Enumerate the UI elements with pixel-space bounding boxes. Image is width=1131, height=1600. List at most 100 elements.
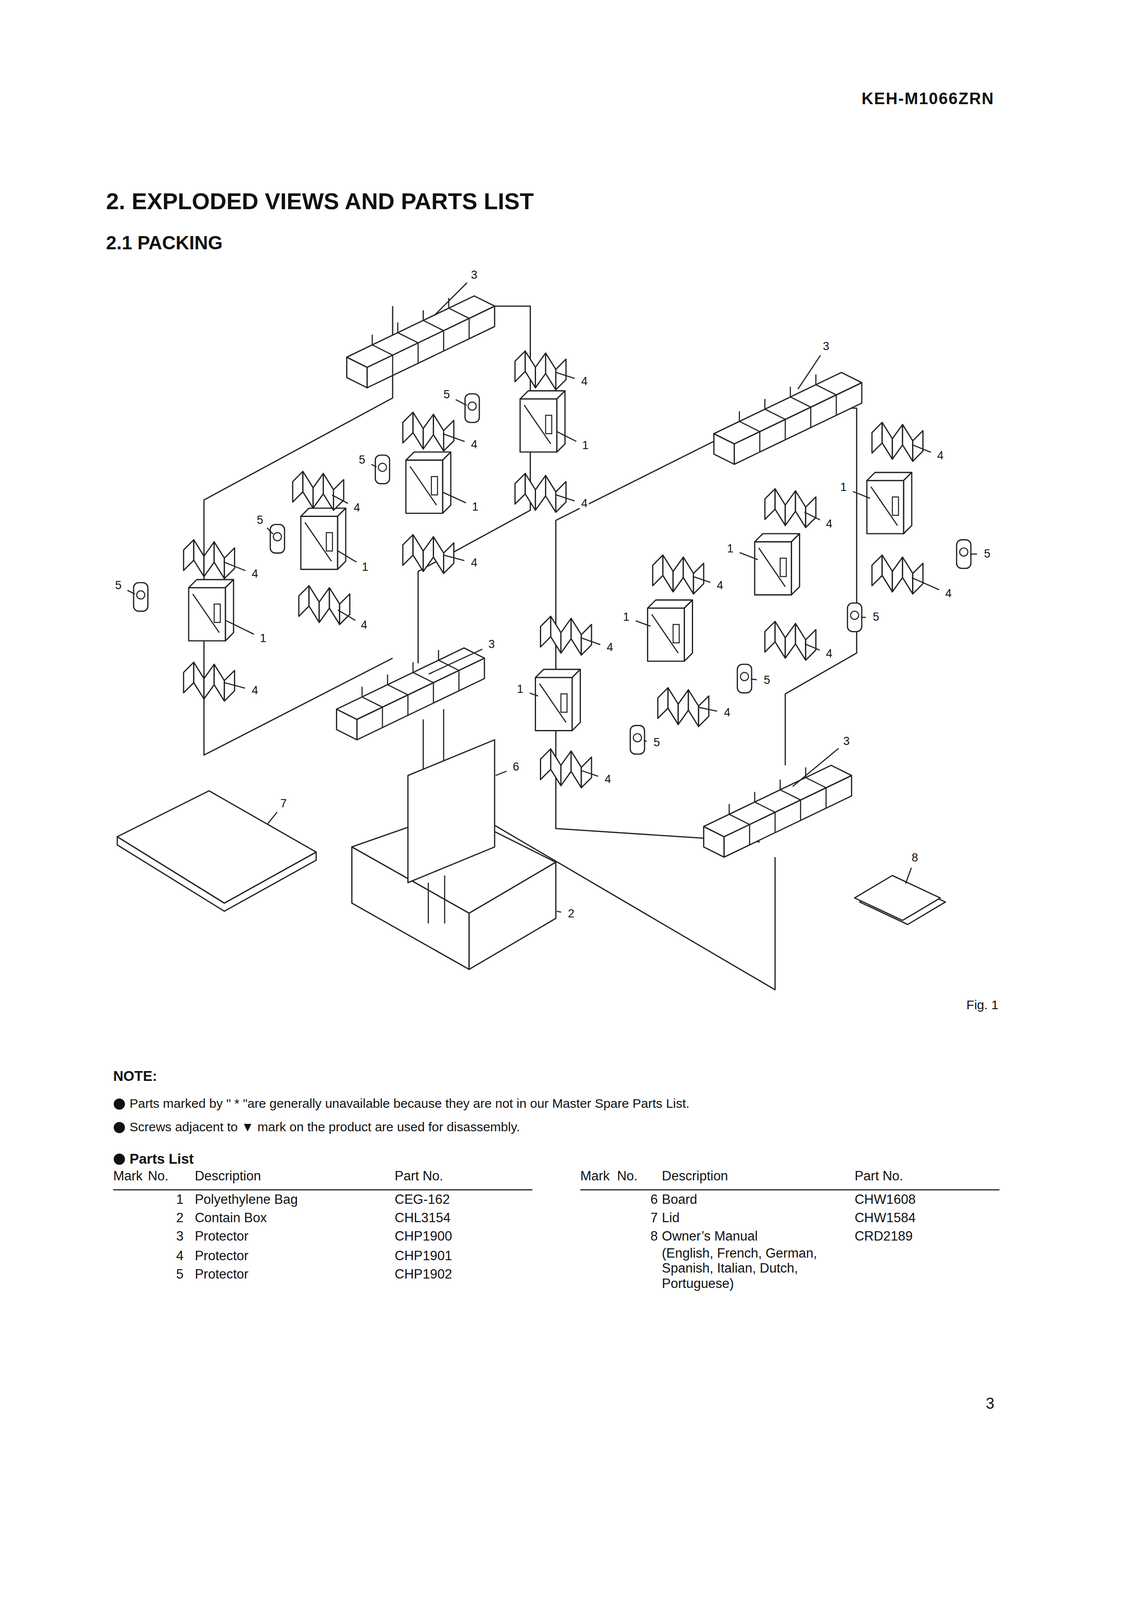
table-cell: CRD2189	[854, 1228, 913, 1244]
tray-slot	[790, 396, 811, 408]
tray-slot	[835, 394, 837, 416]
tray-slot	[825, 787, 827, 808]
tray-slot	[764, 409, 786, 420]
bag-wrinkle	[524, 405, 551, 444]
table-cell: CHW1584	[854, 1209, 916, 1226]
page-title: 2. EXPLODED VIEWS AND PARTS LIST	[106, 187, 534, 215]
protector-card	[657, 687, 668, 719]
protector-card	[204, 541, 215, 577]
unit-detail	[560, 693, 567, 712]
protector-card	[303, 471, 314, 508]
callout-number: 4	[352, 501, 362, 515]
protector-card	[683, 556, 694, 594]
table-cell: Protector	[194, 1266, 249, 1282]
table-cell: CHP1900	[394, 1228, 452, 1244]
polyethylene-bag	[442, 451, 451, 514]
tray-slot	[799, 799, 802, 821]
protector-cap	[273, 532, 282, 541]
tray-slot	[749, 824, 751, 845]
protector-cap	[959, 548, 968, 557]
protector-cap	[375, 454, 390, 484]
callout-number: 1	[515, 682, 525, 697]
protector-card	[662, 554, 674, 592]
polyethylene-bag	[535, 677, 573, 731]
protector-cap	[633, 733, 642, 742]
frame-line	[444, 875, 446, 924]
protector-tray	[714, 372, 862, 444]
leader-line	[434, 282, 468, 316]
protector-card	[545, 475, 556, 513]
protector-card	[667, 687, 679, 725]
callout-number: 4	[359, 618, 369, 632]
protector-card	[688, 689, 699, 727]
callout-number: 4	[580, 497, 589, 511]
callout-number: 4	[469, 437, 479, 452]
leader-line	[556, 431, 577, 441]
protector-card	[550, 748, 561, 786]
protector-cap	[136, 590, 145, 599]
bag-wrinkle	[410, 466, 437, 505]
leader-line	[643, 740, 647, 741]
protector-card	[413, 534, 424, 572]
tray-rib	[789, 386, 792, 397]
protector-card	[193, 539, 205, 577]
table-cell: 3	[176, 1228, 184, 1244]
leader-line	[495, 770, 507, 776]
unit-detail	[780, 557, 787, 577]
table-rule	[113, 1189, 533, 1191]
table-cell: Protector	[194, 1247, 249, 1264]
polyethylene-bag	[556, 390, 566, 452]
protector-card	[515, 350, 526, 382]
leader-line	[580, 637, 601, 645]
callout-number: 4	[715, 578, 725, 592]
protector-card	[433, 536, 444, 574]
protector-card	[292, 471, 304, 502]
table-cell: Protector	[194, 1228, 249, 1244]
unit-detail	[892, 496, 899, 516]
bullet	[113, 1121, 125, 1133]
tray-slot	[805, 777, 827, 788]
note-text: Screws adjacent to ▼ mark on the product…	[129, 1119, 520, 1135]
tray-rib	[738, 411, 741, 422]
protector-card	[673, 556, 684, 592]
leader-line	[580, 770, 599, 777]
leader-line	[905, 867, 912, 884]
protector-card	[402, 534, 414, 566]
table-cell: 2	[176, 1209, 184, 1226]
protector-card	[540, 616, 551, 648]
protector-card	[545, 352, 556, 390]
callout-number: 5	[982, 547, 992, 561]
bag-wrinkle	[192, 593, 220, 633]
callout-number: 6	[511, 760, 521, 774]
unit-detail	[214, 603, 221, 623]
tray-rib	[728, 804, 730, 815]
callout-number: 5	[871, 610, 881, 624]
leader-line	[555, 372, 575, 379]
tray-slot	[397, 332, 419, 343]
frame-line	[427, 882, 429, 924]
figure-caption: Fig. 1	[966, 996, 999, 1012]
callout-number: 1	[580, 439, 590, 453]
callout-number: 4	[935, 449, 945, 463]
contain-box	[469, 862, 556, 970]
polyethylene-bag	[572, 669, 581, 731]
protector-card	[902, 556, 913, 594]
callout-number: 3	[821, 340, 831, 354]
tray-slot	[387, 684, 409, 695]
polyethylene-bag	[866, 480, 904, 534]
callout-number: 1	[258, 631, 268, 645]
table-cell: CHL3154	[394, 1209, 451, 1226]
leader-line	[804, 643, 820, 651]
callout-number: 3	[469, 268, 479, 283]
table-cell: 6	[650, 1191, 658, 1207]
protector-card	[214, 664, 225, 701]
leader-line	[267, 527, 274, 534]
page-number: 3	[985, 1394, 995, 1412]
protector-card	[764, 488, 776, 520]
note-heading: Parts List	[129, 1150, 194, 1167]
bag-wrinkle	[651, 614, 679, 653]
protector-cap	[465, 393, 480, 423]
tray-slot	[816, 384, 837, 395]
table-cell: Polyethylene Bag	[194, 1191, 298, 1207]
callout-number: 4	[722, 706, 732, 720]
